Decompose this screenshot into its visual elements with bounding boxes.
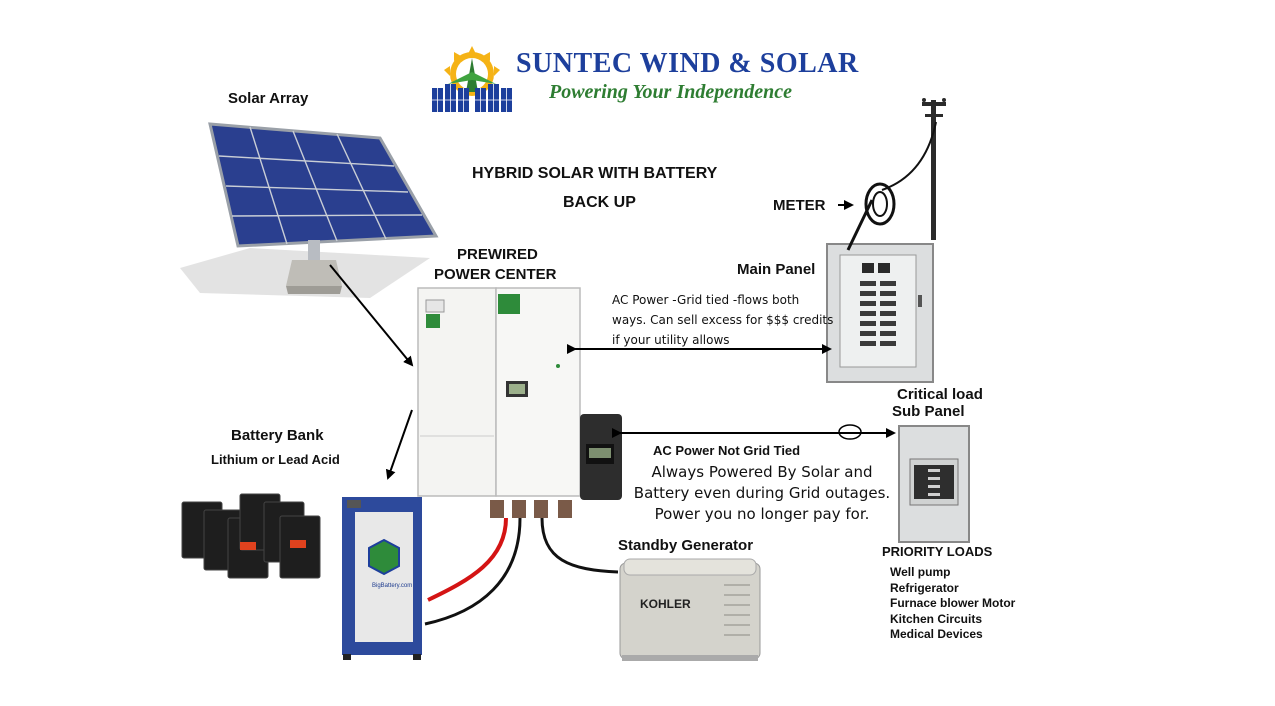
- grid-tied-note-line: ways. Can sell excess for $$$ credits: [612, 313, 834, 327]
- main-panel-label: Main Panel: [737, 261, 816, 278]
- priority-load-item: Furnace blower Motor: [890, 596, 1016, 611]
- battery-bank-label: Battery Bank: [231, 427, 324, 444]
- priority-load-item: Refrigerator: [890, 580, 959, 595]
- diagram-title-line2: BACK UP: [563, 194, 636, 211]
- priority-load-item: Well pump: [890, 565, 951, 579]
- battery-type-label: Lithium or Lead Acid: [211, 452, 340, 467]
- not-grid-tied-note-line: Power you no longer pay for.: [654, 505, 870, 523]
- sub-panel-icon: [898, 425, 970, 543]
- battery-bank-icon: [181, 493, 321, 579]
- meter-label: METER: [773, 197, 826, 214]
- brand-name: SUNTEC WIND & SOLAR: [516, 48, 859, 79]
- utility-pole-icon: [922, 98, 946, 240]
- suntec-logo-icon: [432, 46, 512, 112]
- solar-array-icon: [180, 122, 439, 298]
- main-panel-icon: [826, 243, 934, 383]
- brand-tagline: Powering Your Independence: [549, 81, 792, 103]
- standby-generator-label: Standby Generator: [618, 537, 754, 554]
- priority-load-item: Kitchen Circuits: [890, 611, 983, 626]
- priority-loads-list: Well pump Refrigerator Furnace blower Mo…: [890, 565, 1015, 643]
- priority-load-item: Medical Devices: [890, 627, 983, 642]
- power-center-label-line1: PREWIRED: [457, 246, 538, 263]
- not-grid-tied-note: Always Powered By Solar and Battery even…: [612, 462, 912, 525]
- grid-tied-note: AC Power -Grid tied -flows both ways. Ca…: [612, 290, 833, 350]
- power-center-label-line2: POWER CENTER: [434, 266, 557, 283]
- battery-brand: BigBattery.com: [372, 583, 413, 589]
- not-grid-tied-heading: AC Power Not Grid Tied: [653, 443, 801, 458]
- not-grid-tied-note-line: Battery even during Grid outages.: [633, 484, 891, 502]
- lithium-battery-icon: [342, 497, 422, 660]
- grid-tied-note-line: if your utility allows: [612, 333, 730, 347]
- solar-array-label: Solar Array: [228, 90, 309, 107]
- critical-load-label-line1: Critical load: [897, 386, 983, 403]
- not-grid-tied-note-line: Always Powered By Solar and: [651, 463, 873, 481]
- priority-loads-heading: PRIORITY LOADS: [882, 544, 993, 559]
- power-center-icon: [417, 287, 622, 518]
- meter-icon: [864, 182, 896, 226]
- generator-icon: [619, 558, 761, 661]
- generator-brand: KOHLER: [640, 597, 691, 611]
- critical-load-label-line2: Sub Panel: [892, 403, 965, 420]
- grid-tied-note-line: AC Power -Grid tied -flows both: [612, 293, 800, 307]
- diagram-title-line1: HYBRID SOLAR WITH BATTERY: [472, 165, 718, 182]
